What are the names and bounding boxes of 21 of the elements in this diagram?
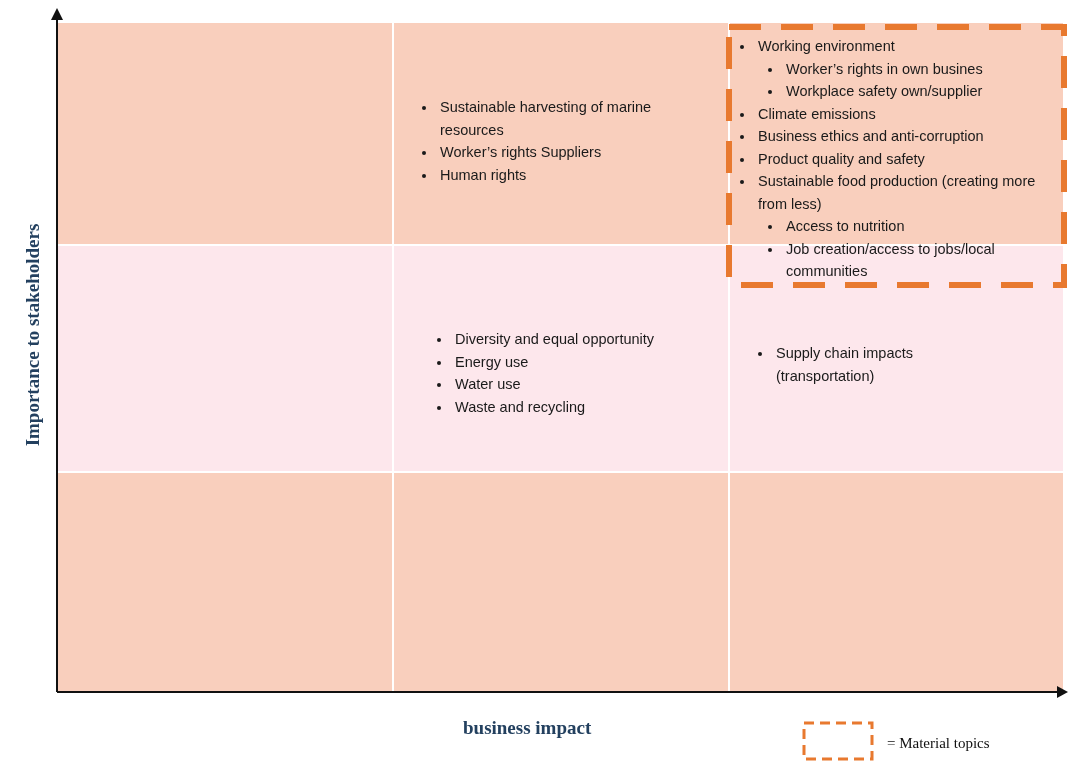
list-item: Supply chain impacts (transportation): [754, 342, 944, 387]
list-item: Energy use: [433, 350, 733, 373]
material-topics-box: [726, 24, 1067, 288]
list-item: Job creation/access to jobs/local communities: [764, 237, 1043, 283]
list-item: Product quality and safety: [736, 147, 1043, 170]
list-item: Sustainable harvesting of marine resources: [418, 96, 718, 141]
list-item: Business ethics and anti-corruption: [736, 125, 1043, 148]
axis-title: business impact: [463, 717, 592, 739]
list-item: Access to nutrition: [764, 215, 1043, 238]
list-item: Water use: [433, 373, 733, 396]
axis-title: Importance to stakeholders: [22, 223, 44, 447]
legend-label: = Material topics: [887, 735, 990, 752]
list-item: Working environment: [736, 35, 1043, 58]
list-item: Sustainable food production (creating more from less): [736, 170, 1043, 215]
list-item: Worker’s rights in own busines: [764, 57, 1043, 80]
list-item: Waste and recycling: [433, 395, 733, 418]
list-item: Climate emissions: [736, 102, 1043, 125]
list-item: Worker’s rights Suppliers: [418, 141, 718, 164]
list-item: Human rights: [418, 163, 718, 186]
list-item: Diversity and equal opportunity: [433, 328, 733, 351]
list-item: Workplace safety own/supplier: [764, 80, 1043, 103]
